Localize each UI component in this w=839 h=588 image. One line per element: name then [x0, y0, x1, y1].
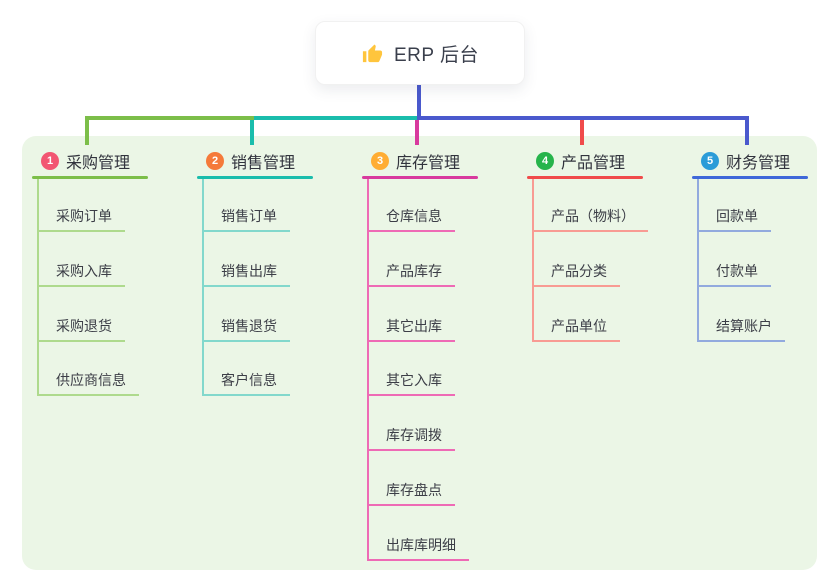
- leaf-underline: [697, 230, 771, 232]
- leaf-underline: [367, 340, 455, 342]
- leaf-underline: [37, 340, 125, 342]
- connector-drop-4: [580, 116, 584, 145]
- branch-underline: [527, 176, 643, 179]
- leaf-node[interactable]: 回款单: [716, 208, 758, 224]
- branch-spine: [697, 179, 699, 342]
- leaf-node[interactable]: 产品单位: [551, 318, 607, 334]
- leaf-underline: [367, 504, 455, 506]
- branch-underline: [362, 176, 478, 179]
- leaf-node[interactable]: 产品分类: [551, 263, 607, 279]
- branch-spine: [367, 179, 369, 561]
- leaf-node[interactable]: 销售退货: [221, 318, 277, 334]
- branch-underline: [32, 176, 148, 179]
- branch-node-1[interactable]: 1 采购管理: [41, 149, 130, 173]
- leaf-node[interactable]: 产品库存: [386, 263, 442, 279]
- connector-drop-2: [250, 116, 254, 145]
- leaf-underline: [367, 394, 455, 396]
- branch-label: 财务管理: [726, 155, 791, 172]
- leaf-underline: [367, 230, 455, 232]
- branch-node-4[interactable]: 4 产品管理: [536, 149, 625, 173]
- leaf-underline: [37, 285, 125, 287]
- branch-label: 销售管理: [231, 155, 296, 172]
- leaf-node[interactable]: 客户信息: [221, 372, 277, 388]
- branch-spine: [37, 179, 39, 396]
- leaf-underline: [37, 394, 139, 396]
- leaf-node[interactable]: 销售订单: [221, 208, 277, 224]
- leaf-underline: [202, 230, 290, 232]
- leaf-node[interactable]: 其它出库: [386, 318, 442, 334]
- branch-label: 采购管理: [66, 155, 131, 172]
- leaf-underline: [202, 394, 290, 396]
- thumbs-up-icon: [361, 42, 384, 65]
- leaf-node[interactable]: 采购退货: [56, 318, 112, 334]
- connector-top-left-green: [85, 116, 254, 120]
- branch-underline: [692, 176, 808, 179]
- leaf-underline: [367, 449, 455, 451]
- connector-root-stem: [417, 83, 421, 120]
- leaf-node[interactable]: 付款单: [716, 263, 758, 279]
- leaf-node[interactable]: 采购入库: [56, 263, 112, 279]
- leaf-underline: [37, 230, 125, 232]
- branch-badge: 5: [701, 152, 719, 170]
- branch-node-2[interactable]: 2 销售管理: [206, 149, 295, 173]
- connector-top-left-teal: [254, 116, 417, 120]
- connector-drop-3: [415, 116, 419, 145]
- leaf-node[interactable]: 供应商信息: [56, 372, 126, 388]
- leaf-underline: [532, 340, 620, 342]
- leaf-node[interactable]: 库存调拨: [386, 427, 442, 443]
- leaf-node[interactable]: 其它入库: [386, 372, 442, 388]
- branch-spine: [202, 179, 204, 396]
- leaf-node[interactable]: 销售出库: [221, 263, 277, 279]
- branch-badge: 3: [371, 152, 389, 170]
- root-node[interactable]: ERP 后台: [315, 21, 525, 85]
- connector-top-right-blue: [417, 116, 749, 120]
- branch-badge: 4: [536, 152, 554, 170]
- leaf-underline: [367, 285, 455, 287]
- leaf-node[interactable]: 出库库明细: [386, 537, 456, 553]
- branch-badge: 2: [206, 152, 224, 170]
- leaf-underline: [697, 285, 771, 287]
- leaf-underline: [202, 340, 290, 342]
- branch-underline: [197, 176, 313, 179]
- branch-spine: [532, 179, 534, 342]
- leaf-underline: [202, 285, 290, 287]
- connector-drop-1: [85, 116, 89, 145]
- branch-label: 产品管理: [561, 155, 626, 172]
- leaf-underline: [532, 230, 648, 232]
- branch-label: 库存管理: [396, 155, 461, 172]
- leaf-node[interactable]: 仓库信息: [386, 208, 442, 224]
- leaf-node[interactable]: 产品（物料）: [551, 208, 635, 224]
- leaf-node[interactable]: 结算账户: [716, 318, 772, 334]
- branch-node-5[interactable]: 5 财务管理: [701, 149, 790, 173]
- leaf-underline: [367, 559, 469, 561]
- branches-panel: [22, 136, 817, 570]
- leaf-node[interactable]: 库存盘点: [386, 482, 442, 498]
- branch-badge: 1: [41, 152, 59, 170]
- leaf-underline: [532, 285, 620, 287]
- leaf-node[interactable]: 采购订单: [56, 208, 112, 224]
- leaf-underline: [697, 340, 785, 342]
- root-node-title: ERP 后台: [393, 44, 479, 66]
- connector-drop-5: [745, 116, 749, 145]
- branch-node-3[interactable]: 3 库存管理: [371, 149, 460, 173]
